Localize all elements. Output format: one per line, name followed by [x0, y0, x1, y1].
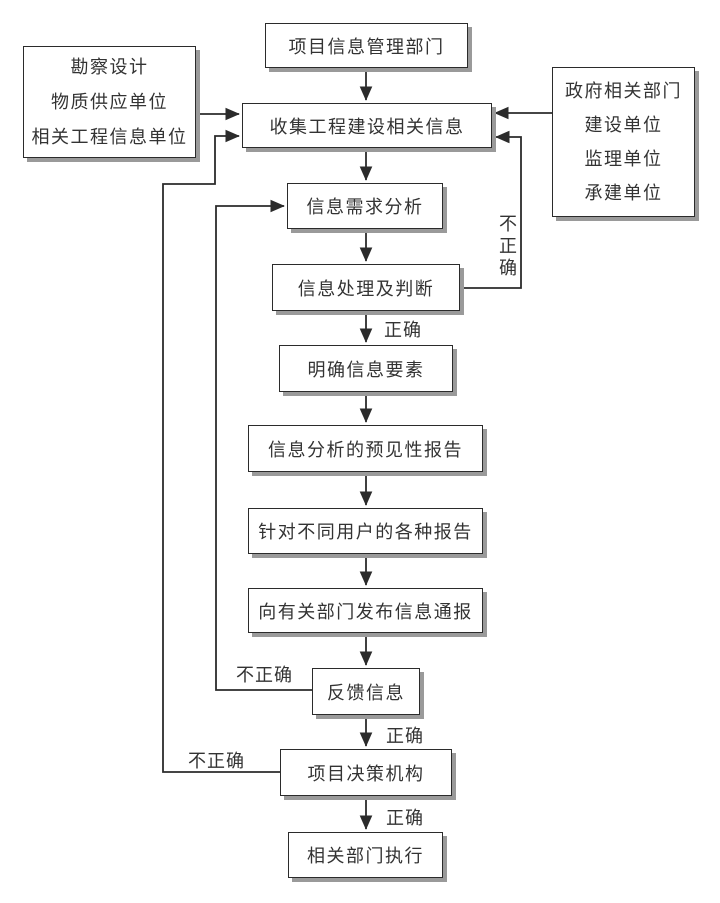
node-notify-departments: 向有关部门发布信息通报 [248, 588, 483, 633]
node-clarify-elements: 明确信息要素 [279, 345, 453, 392]
edge-label-incorrect-feedback: 不正确 [236, 665, 293, 685]
node-execute: 相关部门执行 [288, 832, 443, 878]
left-source-3: 相关工程信息单位 [31, 126, 188, 147]
node-user-reports-label: 针对不同用户的各种报告 [258, 522, 473, 542]
edge-label-correct-decision: 正确 [386, 808, 424, 828]
edge-label-correct-feedback: 正确 [386, 726, 424, 746]
right-source-3: 监理单位 [584, 149, 663, 169]
edge-process-incorrect-loop [460, 130, 522, 289]
edge-label-incorrect-decision: 不正确 [188, 751, 245, 771]
node-forecast-report: 信息分析的预见性报告 [248, 425, 483, 472]
left-source-1: 勘察设计 [70, 56, 149, 77]
node-process-judge-label: 信息处理及判断 [297, 278, 435, 299]
node-clarify-elements-label: 明确信息要素 [307, 359, 425, 380]
node-decision-body-label: 项目决策机构 [307, 763, 425, 784]
node-feedback: 反馈信息 [312, 668, 420, 715]
node-execute-label: 相关部门执行 [307, 846, 424, 866]
node-left-sources: 勘察设计 物质供应单位 相关工程信息单位 [23, 46, 196, 158]
node-collect: 收集工程建设相关信息 [242, 103, 492, 148]
node-demand-analysis-label: 信息需求分析 [306, 197, 424, 217]
node-demand-analysis: 信息需求分析 [287, 183, 443, 229]
node-forecast-report-label: 信息分析的预见性报告 [268, 439, 463, 460]
node-collect-label: 收集工程建设相关信息 [269, 116, 465, 137]
edge-label-incorrect-process: 不正确 [497, 214, 517, 280]
edge-decision-incorrect-loop [162, 129, 280, 773]
right-source-4: 承建单位 [584, 183, 663, 203]
node-decision-body: 项目决策机构 [280, 749, 452, 796]
node-process-judge: 信息处理及判断 [272, 264, 460, 311]
node-user-reports: 针对不同用户的各种报告 [248, 508, 483, 554]
node-title-department: 项目信息管理部门 [265, 23, 468, 68]
node-title-department-label: 项目信息管理部门 [288, 36, 445, 57]
node-feedback-label: 反馈信息 [327, 682, 405, 703]
edge-label-correct-process: 正确 [384, 320, 422, 340]
right-source-2: 建设单位 [584, 115, 663, 135]
edge-feedback-incorrect-loop [215, 199, 312, 691]
right-source-1: 政府相关部门 [565, 81, 682, 101]
node-right-sources: 政府相关部门 建设单位 监理单位 承建单位 [552, 67, 695, 217]
node-notify-departments-label: 向有关部门发布信息通报 [258, 601, 473, 622]
left-source-2: 物质供应单位 [51, 91, 168, 112]
